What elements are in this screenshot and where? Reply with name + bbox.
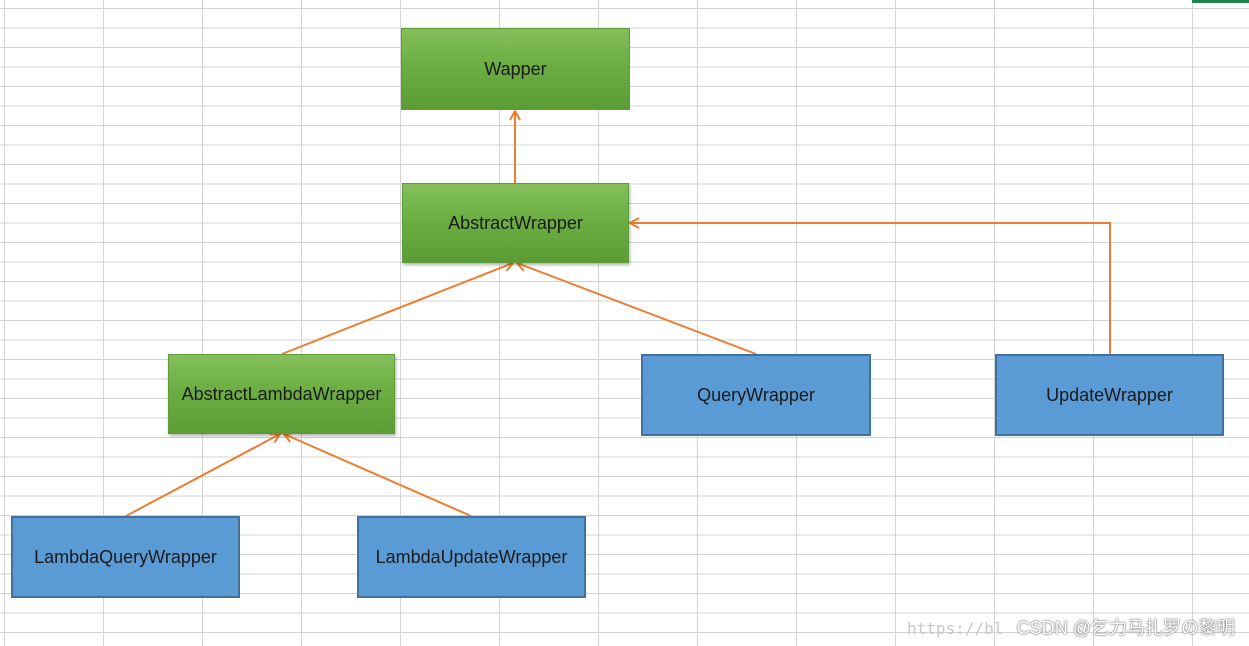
node-lambda-update-wrapper-label: LambdaUpdateWrapper (375, 546, 568, 567)
node-wapper-label: Wapper (484, 58, 547, 79)
edge-updatewrapper-to-abstractwrapper (630, 223, 1111, 354)
node-abstract-lambda-wrapper[interactable]: AbstractLambdaWrapper (168, 354, 395, 434)
csdn-watermark: CSDN @乞力马扎罗の黎明 (1016, 618, 1235, 638)
selected-cell-indicator (1192, 0, 1249, 3)
node-lambda-update-wrapper[interactable]: LambdaUpdateWrapper (357, 516, 586, 598)
node-query-wrapper[interactable]: QueryWrapper (641, 354, 871, 436)
node-abstract-wrapper-label: AbstractWrapper (448, 212, 583, 233)
edge-lambdaupdatewrapper-to-abstractlambdawrapper (284, 434, 472, 517)
edge-querywrapper-to-abstractwrapper (517, 263, 757, 355)
node-update-wrapper[interactable]: UpdateWrapper (995, 354, 1224, 436)
edge-lambdaquerywrapper-to-abstractlambdawrapper (125, 434, 280, 517)
node-abstract-wrapper[interactable]: AbstractWrapper (402, 183, 629, 263)
node-update-wrapper-label: UpdateWrapper (1046, 384, 1173, 405)
node-query-wrapper-label: QueryWrapper (697, 384, 815, 405)
node-lambda-query-wrapper-label: LambdaQueryWrapper (34, 546, 217, 567)
node-abstract-lambda-wrapper-label: AbstractLambdaWrapper (181, 383, 382, 404)
faint-url-watermark: https://bl (907, 619, 1004, 638)
node-lambda-query-wrapper[interactable]: LambdaQueryWrapper (11, 516, 240, 598)
edge-abstractlambdawrapper-to-abstractwrapper (281, 263, 513, 355)
node-wapper[interactable]: Wapper (401, 28, 630, 110)
